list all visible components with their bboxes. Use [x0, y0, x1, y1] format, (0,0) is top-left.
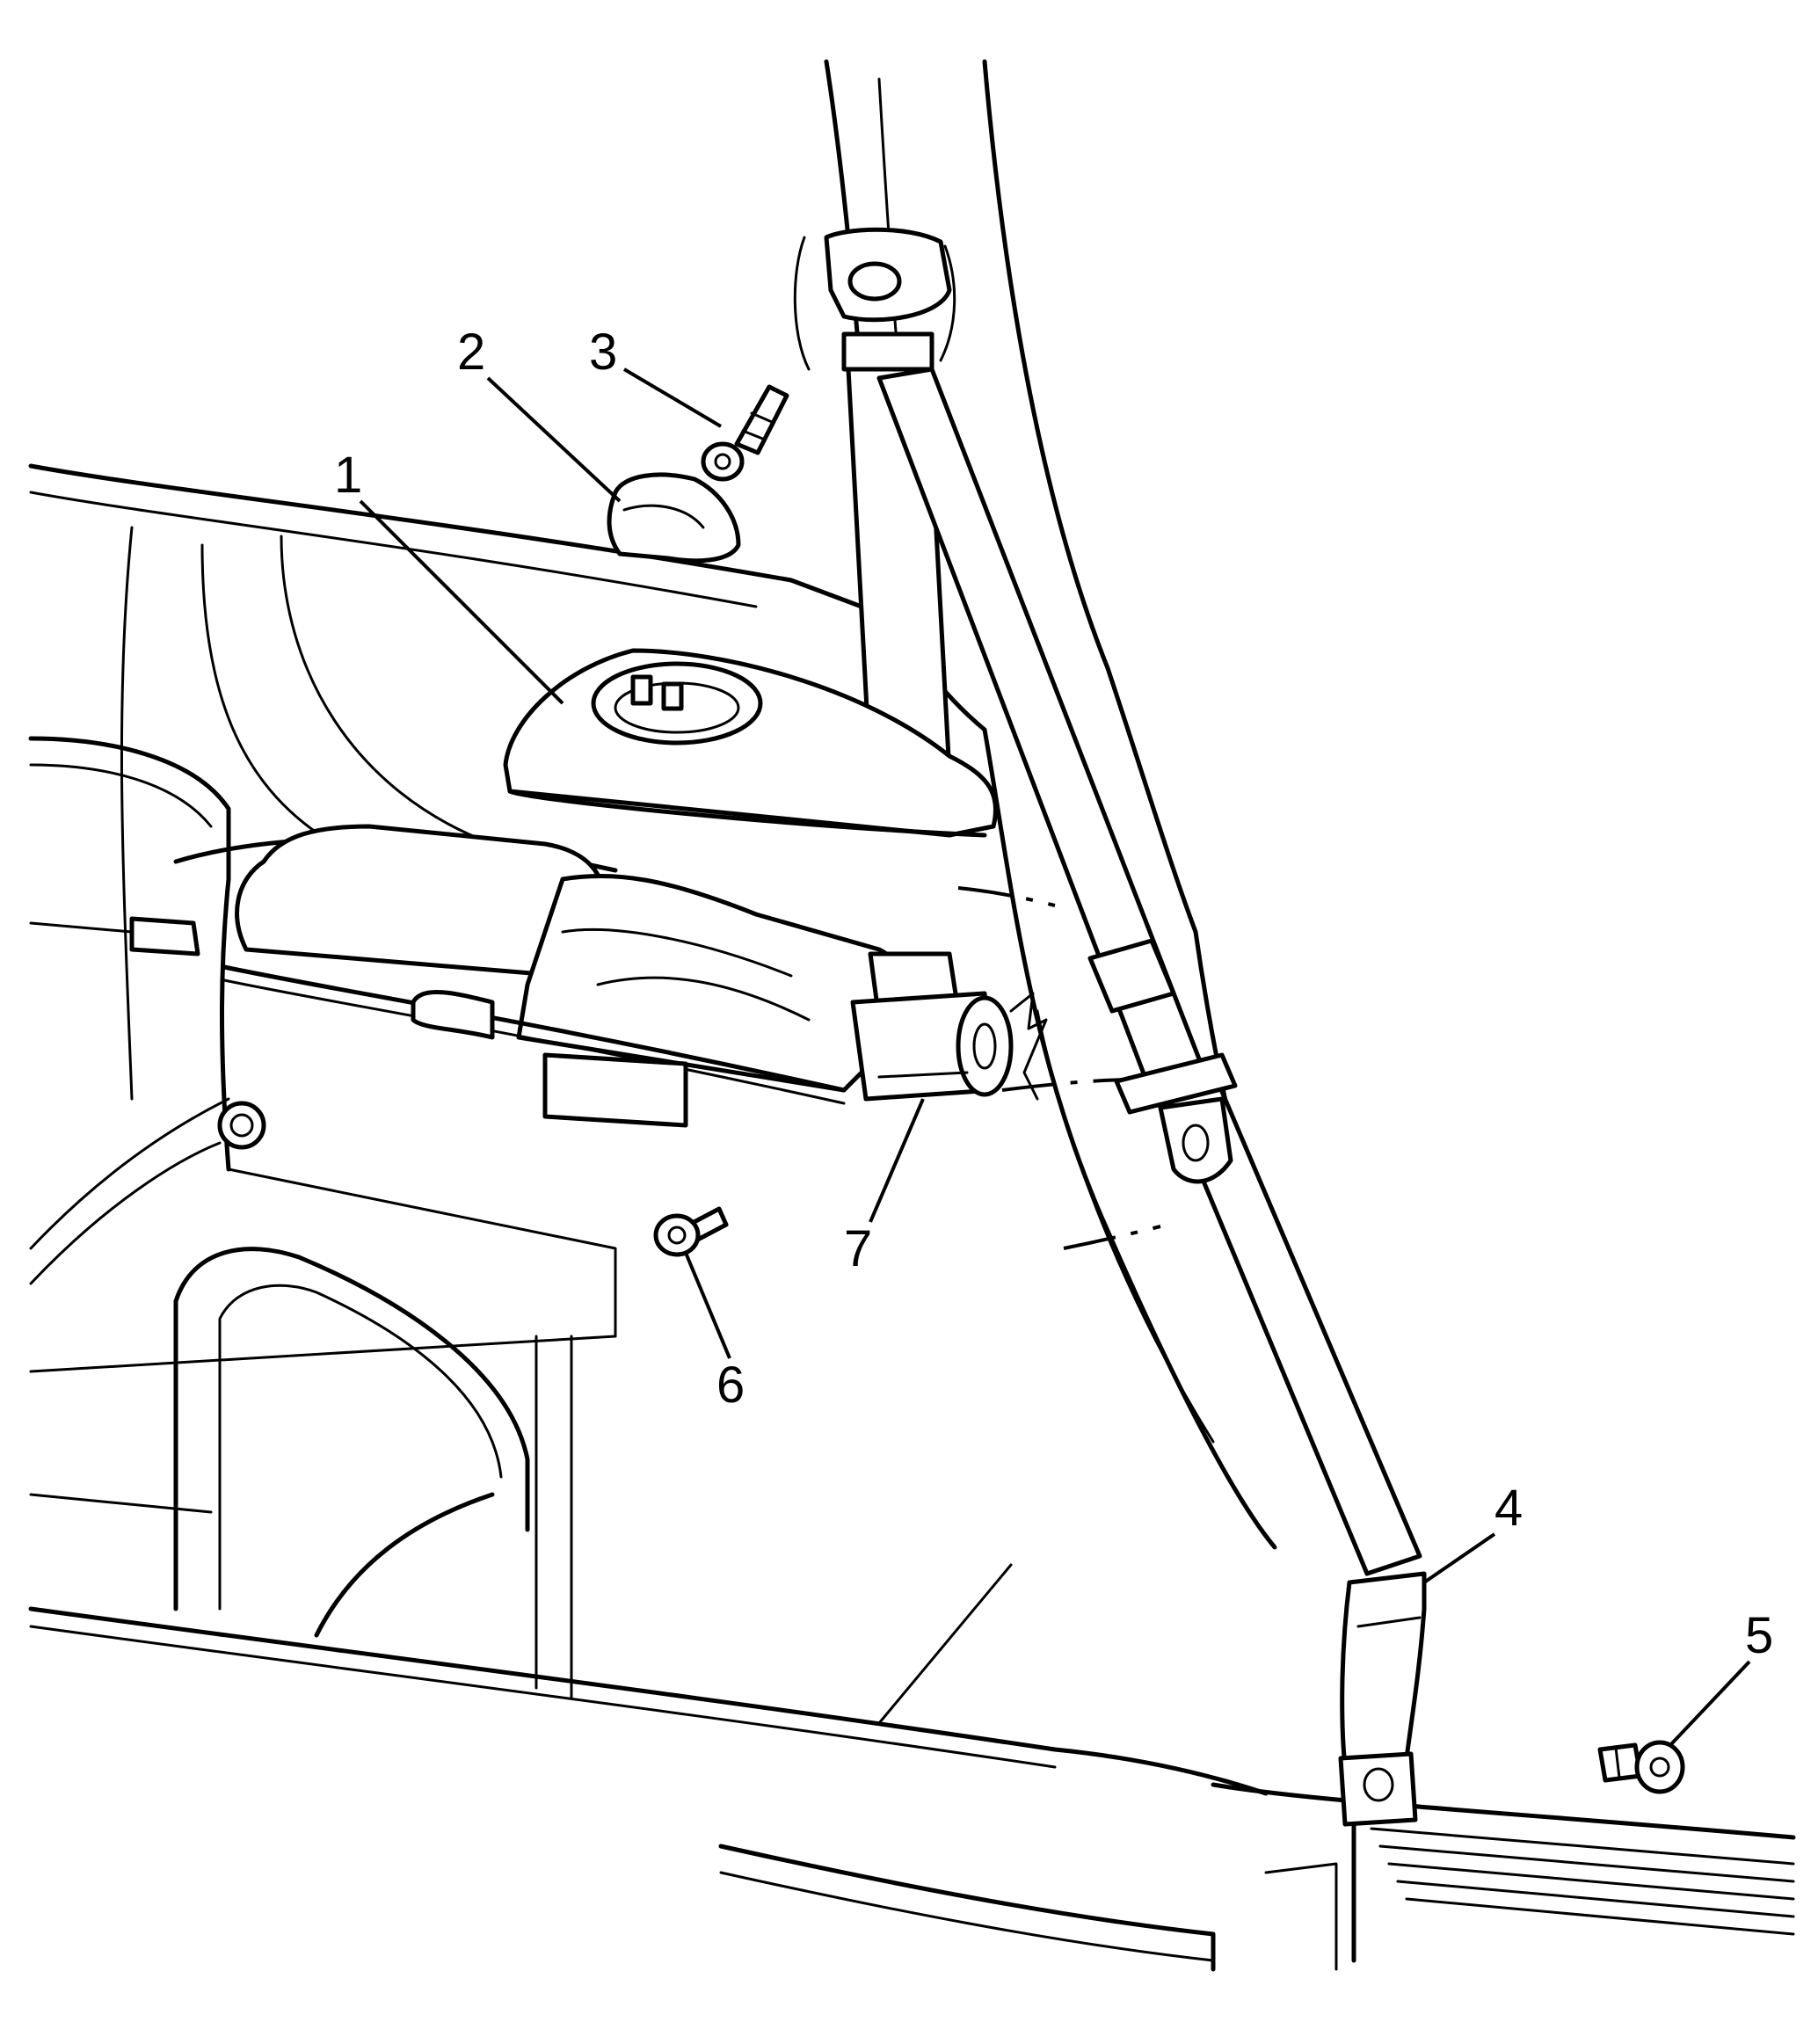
seat-belt-webbing: [846, 367, 1422, 1576]
callout-3: 3: [589, 324, 617, 381]
push-pin-icon: [217, 1101, 266, 1150]
leader-2: [486, 376, 622, 503]
leader-1: [359, 499, 564, 705]
callouts: 1 2 3 4 5 6 7: [334, 324, 1773, 1747]
anchor-cap: [607, 472, 741, 564]
leader-5: [1669, 1660, 1751, 1747]
callout-6: 6: [716, 1357, 745, 1414]
callout-7: 7: [844, 1220, 872, 1277]
scuff-plate: [718, 1782, 1796, 1972]
latch-plate: [1114, 1052, 1238, 1184]
storage-compartment: [29, 824, 908, 1150]
callout-4: 4: [1494, 1480, 1523, 1537]
seat-belt-retractor: [850, 951, 1048, 1102]
lower-anchor-cover: [1338, 1571, 1427, 1827]
callout-1: 1: [334, 447, 362, 504]
lower-anchor-bolt: [1597, 1740, 1685, 1794]
leader-4: [1422, 1532, 1496, 1584]
leader-6: [684, 1252, 731, 1359]
upper-anchor-bolt: [701, 384, 789, 482]
callout-5: 5: [1745, 1607, 1773, 1664]
retractor-trim-cover: [503, 648, 999, 838]
callout-2: 2: [457, 324, 485, 381]
d-ring-guide: [793, 227, 956, 372]
retractor-bolt: [653, 1206, 729, 1257]
leader-7: [869, 1098, 925, 1223]
leader-3: [622, 367, 723, 428]
